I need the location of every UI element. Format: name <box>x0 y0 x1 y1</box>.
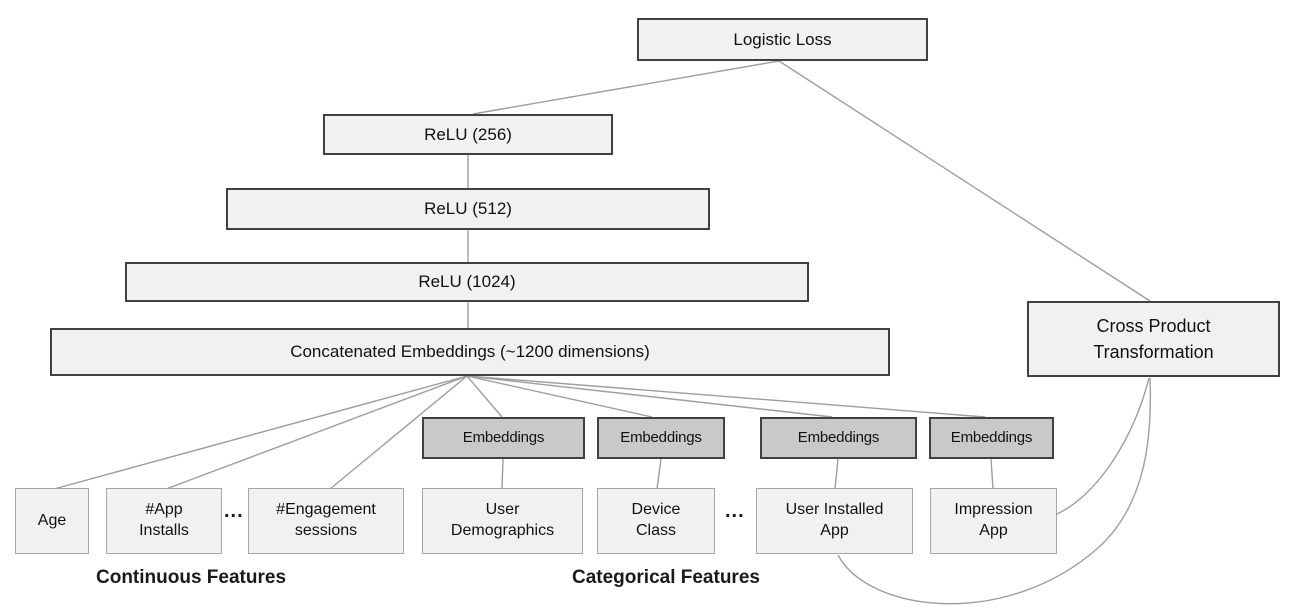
continuous-features-label: Continuous Features <box>96 567 287 588</box>
node-relu-256-label: ReLU (256) <box>424 124 512 144</box>
connector-embeddings2-to-device-class <box>656 458 662 490</box>
node-embeddings-1-label: Embeddings <box>462 428 545 446</box>
connector-concat-to-embeddings-1 <box>466 375 503 418</box>
node-engagement-sessions-label: #Engagement sessions <box>276 501 376 539</box>
connector-impression-app-to-cross-product-curve <box>1056 377 1150 515</box>
node-app-installs-label: #App Installs <box>139 501 189 539</box>
connector-embeddings4-to-impression-app <box>990 458 994 490</box>
node-relu-512-label: ReLU (512) <box>424 199 512 219</box>
node-relu-1024-label: ReLU (1024) <box>418 272 516 292</box>
connector-concat-to-embeddings-4 <box>466 375 986 418</box>
node-device-class-label: Device Class <box>631 501 681 539</box>
node-age-label: Age <box>37 511 67 529</box>
node-user-demographics-label: User Demographics <box>450 501 555 539</box>
ellipsis-categorical: ... <box>725 500 745 522</box>
node-logistic-loss-label: Logistic Loss <box>733 29 832 49</box>
node-device-class: Device Class <box>597 488 715 554</box>
node-embeddings-1: Embeddings <box>422 417 585 459</box>
connector-concat-to-age <box>53 375 468 490</box>
node-user-demographics: User Demographics <box>422 488 583 554</box>
node-app-installs: #App Installs <box>106 488 222 554</box>
connector-embeddings3-to-user-installed-app <box>834 458 839 490</box>
connector-concat-to-engagement <box>329 375 468 490</box>
node-relu-512: ReLU (512) <box>226 188 710 230</box>
connector-concat-to-embeddings-3 <box>466 375 833 418</box>
connector-logistic-to-cross-product <box>778 60 1151 302</box>
node-embeddings-2-label: Embeddings <box>620 428 702 446</box>
node-embeddings-4-label: Embeddings <box>950 428 1033 446</box>
node-relu-1024: ReLU (1024) <box>125 262 809 302</box>
node-concatenated-embeddings-label: Concatenated Embeddings (~1200 dimension… <box>290 342 650 362</box>
node-impression-app: Impression App <box>930 488 1057 554</box>
node-embeddings-3: Embeddings <box>760 417 917 459</box>
connector-logistic-to-relu256 <box>472 60 780 115</box>
node-impression-app-label: Impression App <box>954 501 1033 539</box>
connector-user-installed-app-to-cross-product-curve <box>837 377 1152 605</box>
node-relu-256: ReLU (256) <box>323 114 613 155</box>
categorical-features-label: Categorical Features <box>572 567 760 588</box>
node-logistic-loss: Logistic Loss <box>637 18 928 61</box>
ellipsis-continuous: ... <box>224 500 244 522</box>
node-user-installed-app-label: User Installed App <box>785 501 884 539</box>
node-engagement-sessions: #Engagement sessions <box>248 488 404 554</box>
node-cross-product-transformation-label: Cross Product Transformation <box>1093 315 1214 362</box>
node-concatenated-embeddings: Concatenated Embeddings (~1200 dimension… <box>50 328 890 376</box>
node-embeddings-3-label: Embeddings <box>797 428 880 446</box>
node-user-installed-app: User Installed App <box>756 488 913 554</box>
connector-concat-to-app-installs <box>165 375 468 490</box>
connector-embeddings1-to-user-demographics <box>501 458 504 490</box>
node-age: Age <box>15 488 89 554</box>
node-embeddings-4: Embeddings <box>929 417 1054 459</box>
connector-concat-to-embeddings-2 <box>466 375 653 418</box>
node-embeddings-2: Embeddings <box>597 417 725 459</box>
node-cross-product-transformation: Cross Product Transformation <box>1027 301 1280 377</box>
